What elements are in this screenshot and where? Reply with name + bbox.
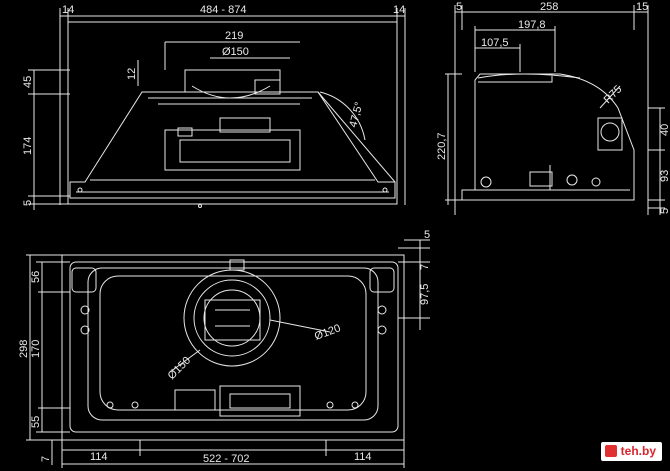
dim-bottom-right-margin: 114 bbox=[354, 451, 372, 463]
dim-bottom-55: 55 bbox=[30, 416, 42, 428]
dim-side-107: 107,5 bbox=[481, 37, 509, 49]
bottom-view bbox=[26, 239, 430, 468]
dim-side-197: 197,8 bbox=[518, 19, 546, 31]
dim-side-5: 5 bbox=[659, 208, 670, 214]
dim-side-depth: 258 bbox=[540, 1, 558, 13]
dim-bottom-56: 56 bbox=[30, 271, 42, 283]
dim-bottom-left-margin: 114 bbox=[90, 451, 108, 463]
dim-side-edge-left: 5 bbox=[456, 1, 462, 13]
side-view bbox=[445, 5, 665, 215]
dim-front-219: 219 bbox=[225, 30, 243, 42]
watermark-badge: teh.by bbox=[600, 442, 662, 461]
teh-logo-icon bbox=[604, 445, 617, 457]
dim-bottom-circle-150: Ø150 bbox=[166, 355, 194, 383]
dim-bottom-97: 97,5 bbox=[419, 284, 431, 305]
dim-bottom-circle-120: Ø120 bbox=[313, 322, 342, 342]
dim-bottom-overall: 522 - 702 bbox=[203, 453, 249, 465]
watermark-text: teh.by bbox=[620, 444, 656, 458]
dim-front-top-height: 45 bbox=[22, 76, 34, 88]
dim-front-overall: 484 - 874 bbox=[200, 4, 246, 16]
dim-front-outlet: Ø150 bbox=[222, 46, 249, 58]
dim-front-bottom-height: 5 bbox=[22, 200, 34, 206]
dim-bottom-7-low: 7 bbox=[40, 456, 52, 462]
front-view bbox=[28, 8, 406, 210]
dim-front-edge-left: 14 bbox=[62, 4, 74, 16]
dim-bottom-total-depth: 298 bbox=[18, 340, 30, 358]
dim-front-body-height: 174 bbox=[22, 137, 34, 155]
dim-front-edge-right: 14 bbox=[393, 4, 405, 16]
dim-front-sub-offset: 12 bbox=[126, 68, 138, 80]
dim-side-93: 93 bbox=[659, 170, 670, 182]
dim-side-total-height: 220,7 bbox=[436, 132, 448, 160]
dim-side-40: 40 bbox=[659, 124, 670, 136]
dim-front-angle: 47,5° bbox=[347, 101, 365, 129]
dim-bottom-5: 5 bbox=[424, 229, 430, 241]
dim-side-edge-right: 15 bbox=[636, 1, 648, 13]
dim-bottom-170: 170 bbox=[30, 340, 42, 358]
dim-bottom-7-top: 7 bbox=[419, 264, 431, 270]
